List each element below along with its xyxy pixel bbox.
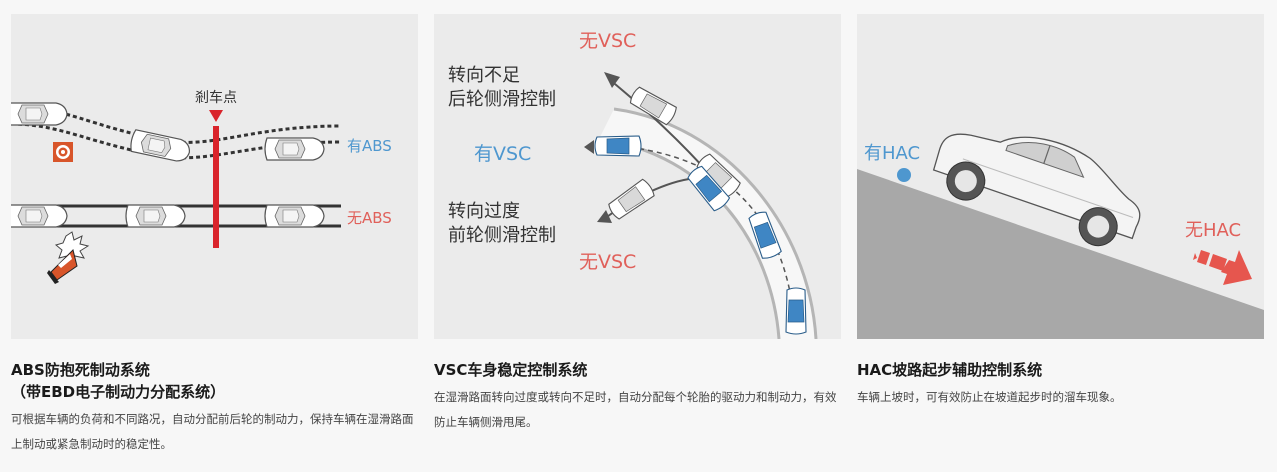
hac-card: 有HAC 无HAC HAC坡路起步辅助控制系统 车辆上坡时，可有效防止在坡道起步… bbox=[857, 14, 1264, 410]
brake-point-marker-icon bbox=[209, 110, 223, 122]
hac-description: 车辆上坡时，可有效防止在坡道起步时的溜车现象。 bbox=[857, 390, 1122, 404]
brake-point-label: 剎车点 bbox=[195, 89, 237, 106]
without-hac-label: 无HAC bbox=[1185, 220, 1241, 241]
abs-car-1 bbox=[11, 102, 68, 126]
with-abs-label: 有ABS bbox=[347, 137, 392, 155]
with-vsc-label: 有VSC bbox=[474, 143, 531, 165]
vsc-description: 在湿滑路面转向过度或转向不足时，自动分配每个轮胎的驱动力和制动力，有效防止车辆侧… bbox=[434, 390, 837, 429]
no-vsc-top-label: 无VSC bbox=[579, 30, 636, 52]
oversteer-arrow-icon bbox=[597, 210, 612, 223]
noabs-car-2 bbox=[125, 204, 186, 228]
vsc-illustration: 无VSC 转向不足 后轮侧滑控制 有VSC 转向过度 前轮侧滑控制 无VSC bbox=[434, 14, 841, 339]
without-abs-label: 无ABS bbox=[347, 209, 392, 227]
vsc-title: VSC车身稳定控制系统 bbox=[434, 361, 588, 379]
vsc-car-bottom bbox=[785, 287, 807, 335]
with-hac-label: 有HAC bbox=[864, 143, 920, 164]
understeer-label-1: 转向不足 bbox=[448, 65, 520, 86]
hac-slope bbox=[857, 169, 1264, 339]
vsc-card: 无VSC 转向不足 后轮侧滑控制 有VSC 转向过度 前轮侧滑控制 无VSC V… bbox=[434, 14, 841, 435]
hac-illustration: 有HAC 无HAC bbox=[857, 14, 1264, 339]
abs-description: 可根据车辆的负荷和不同路况，自动分配前后轮的制动力，保持车辆在湿滑路面上制动或紧… bbox=[11, 412, 414, 451]
understeer-arrow-icon bbox=[604, 72, 620, 88]
hac-car bbox=[932, 133, 1141, 247]
oversteer-label-1: 转向过度 bbox=[448, 201, 520, 222]
crash-burst-icon bbox=[54, 231, 90, 265]
hac-title: HAC坡路起步辅助控制系统 bbox=[857, 361, 1043, 379]
abs-card: 剎车点 有ABS 无ABS ABS防抱死制动系统 （带EBD电子制动力分配系统）… bbox=[11, 14, 418, 457]
noabs-car-3 bbox=[264, 204, 325, 228]
noabs-car-1 bbox=[11, 204, 68, 228]
understeer-label-2: 后轮侧滑控制 bbox=[448, 89, 556, 110]
roll-back-arrow-icon bbox=[1193, 250, 1252, 285]
target-icon bbox=[53, 142, 73, 162]
abs-car-3 bbox=[264, 137, 325, 161]
oversteer-label-2: 前轮侧滑控制 bbox=[448, 225, 556, 246]
brake-point-line bbox=[213, 126, 219, 248]
abs-title: ABS防抱死制动系统 （带EBD电子制动力分配系统） bbox=[11, 361, 226, 401]
vsc-car-left bbox=[594, 135, 642, 157]
with-vsc-arrow-icon bbox=[584, 140, 594, 154]
abs-illustration: 剎车点 有ABS 无ABS bbox=[11, 14, 418, 339]
no-vsc-bottom-label: 无VSC bbox=[579, 251, 636, 273]
traffic-cone-icon bbox=[47, 249, 78, 284]
hac-dot-icon bbox=[897, 168, 911, 182]
